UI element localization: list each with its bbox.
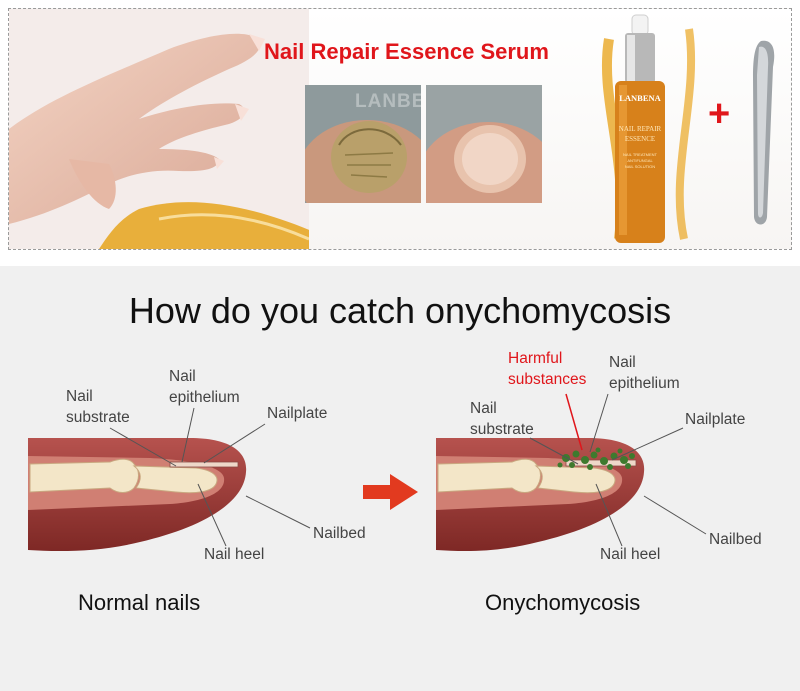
infected-label-nail-substrate-2: substrate — [470, 421, 534, 438]
normal-finger-diagram — [28, 438, 247, 552]
normal-label-nailplate: Nailplate — [267, 405, 327, 422]
infected-finger-diagram — [436, 438, 645, 552]
infographic-section: How do you catch onychomycosis Nail subs… — [0, 266, 800, 691]
hand-illustration — [9, 9, 309, 249]
bottle-line2: ESSENCE — [625, 135, 655, 143]
normal-label-nail-substrate-2: substrate — [66, 409, 130, 426]
plus-icon: + — [708, 93, 731, 135]
bottle-line5: NAIL SOLUTION — [625, 164, 655, 169]
bottle-brand: LANBENA — [619, 93, 661, 103]
normal-leader-lines — [109, 407, 311, 547]
normal-label-nail-epithelium-1: Nail — [169, 368, 196, 385]
before-nail-photo: LANBENA — [305, 85, 421, 203]
serum-bottle-illustration: LANBENA NAIL REPAIR ESSENCE NAIL TREATME… — [601, 14, 696, 243]
infected-label-harmful-2: substances — [508, 371, 587, 388]
product-banner: Nail Repair Essence Serum LANBENA LANBEN… — [8, 8, 792, 250]
nail-diagrams: Nail substrate Nail epithelium Nailplate… — [28, 350, 762, 563]
infographic-heading: How do you catch onychomycosis — [128, 290, 672, 331]
infected-label-nailplate: Nailplate — [685, 411, 745, 428]
photo-watermark: LANBENA — [355, 91, 421, 112]
infected-label-nail-epithelium-2: epithelium — [609, 375, 680, 392]
infected-label-nailbed: Nailbed — [709, 531, 762, 548]
normal-label-nail-substrate-1: Nail — [66, 388, 93, 405]
infected-label-nail-substrate-1: Nail — [470, 400, 497, 417]
normal-label-nail-heel: Nail heel — [204, 546, 264, 563]
normal-label-nailbed: Nailbed — [313, 525, 366, 542]
bottle-line1: NAIL REPAIR — [619, 125, 662, 133]
normal-label-nail-epithelium-2: epithelium — [169, 389, 240, 406]
infected-label-nail-epithelium-1: Nail — [609, 354, 636, 371]
bottle-line3: NAIL TREATMENT — [623, 152, 657, 157]
infected-label-harmful-1: Harmful — [508, 350, 562, 367]
onychomycosis-caption: Onychomycosis — [485, 590, 641, 615]
normal-nails-caption: Normal nails — [78, 590, 201, 615]
comparison-arrow — [363, 474, 418, 510]
bottle-line4: ANTIFUNGAL — [627, 158, 653, 163]
infected-label-nail-heel: Nail heel — [600, 546, 660, 563]
infected-leader-lines — [529, 393, 707, 547]
harmful-substances-pointer — [565, 393, 583, 451]
after-nail-photo — [426, 85, 542, 203]
banner-title: Nail Repair Essence Serum — [264, 39, 549, 64]
nail-file-illustration — [753, 40, 775, 225]
